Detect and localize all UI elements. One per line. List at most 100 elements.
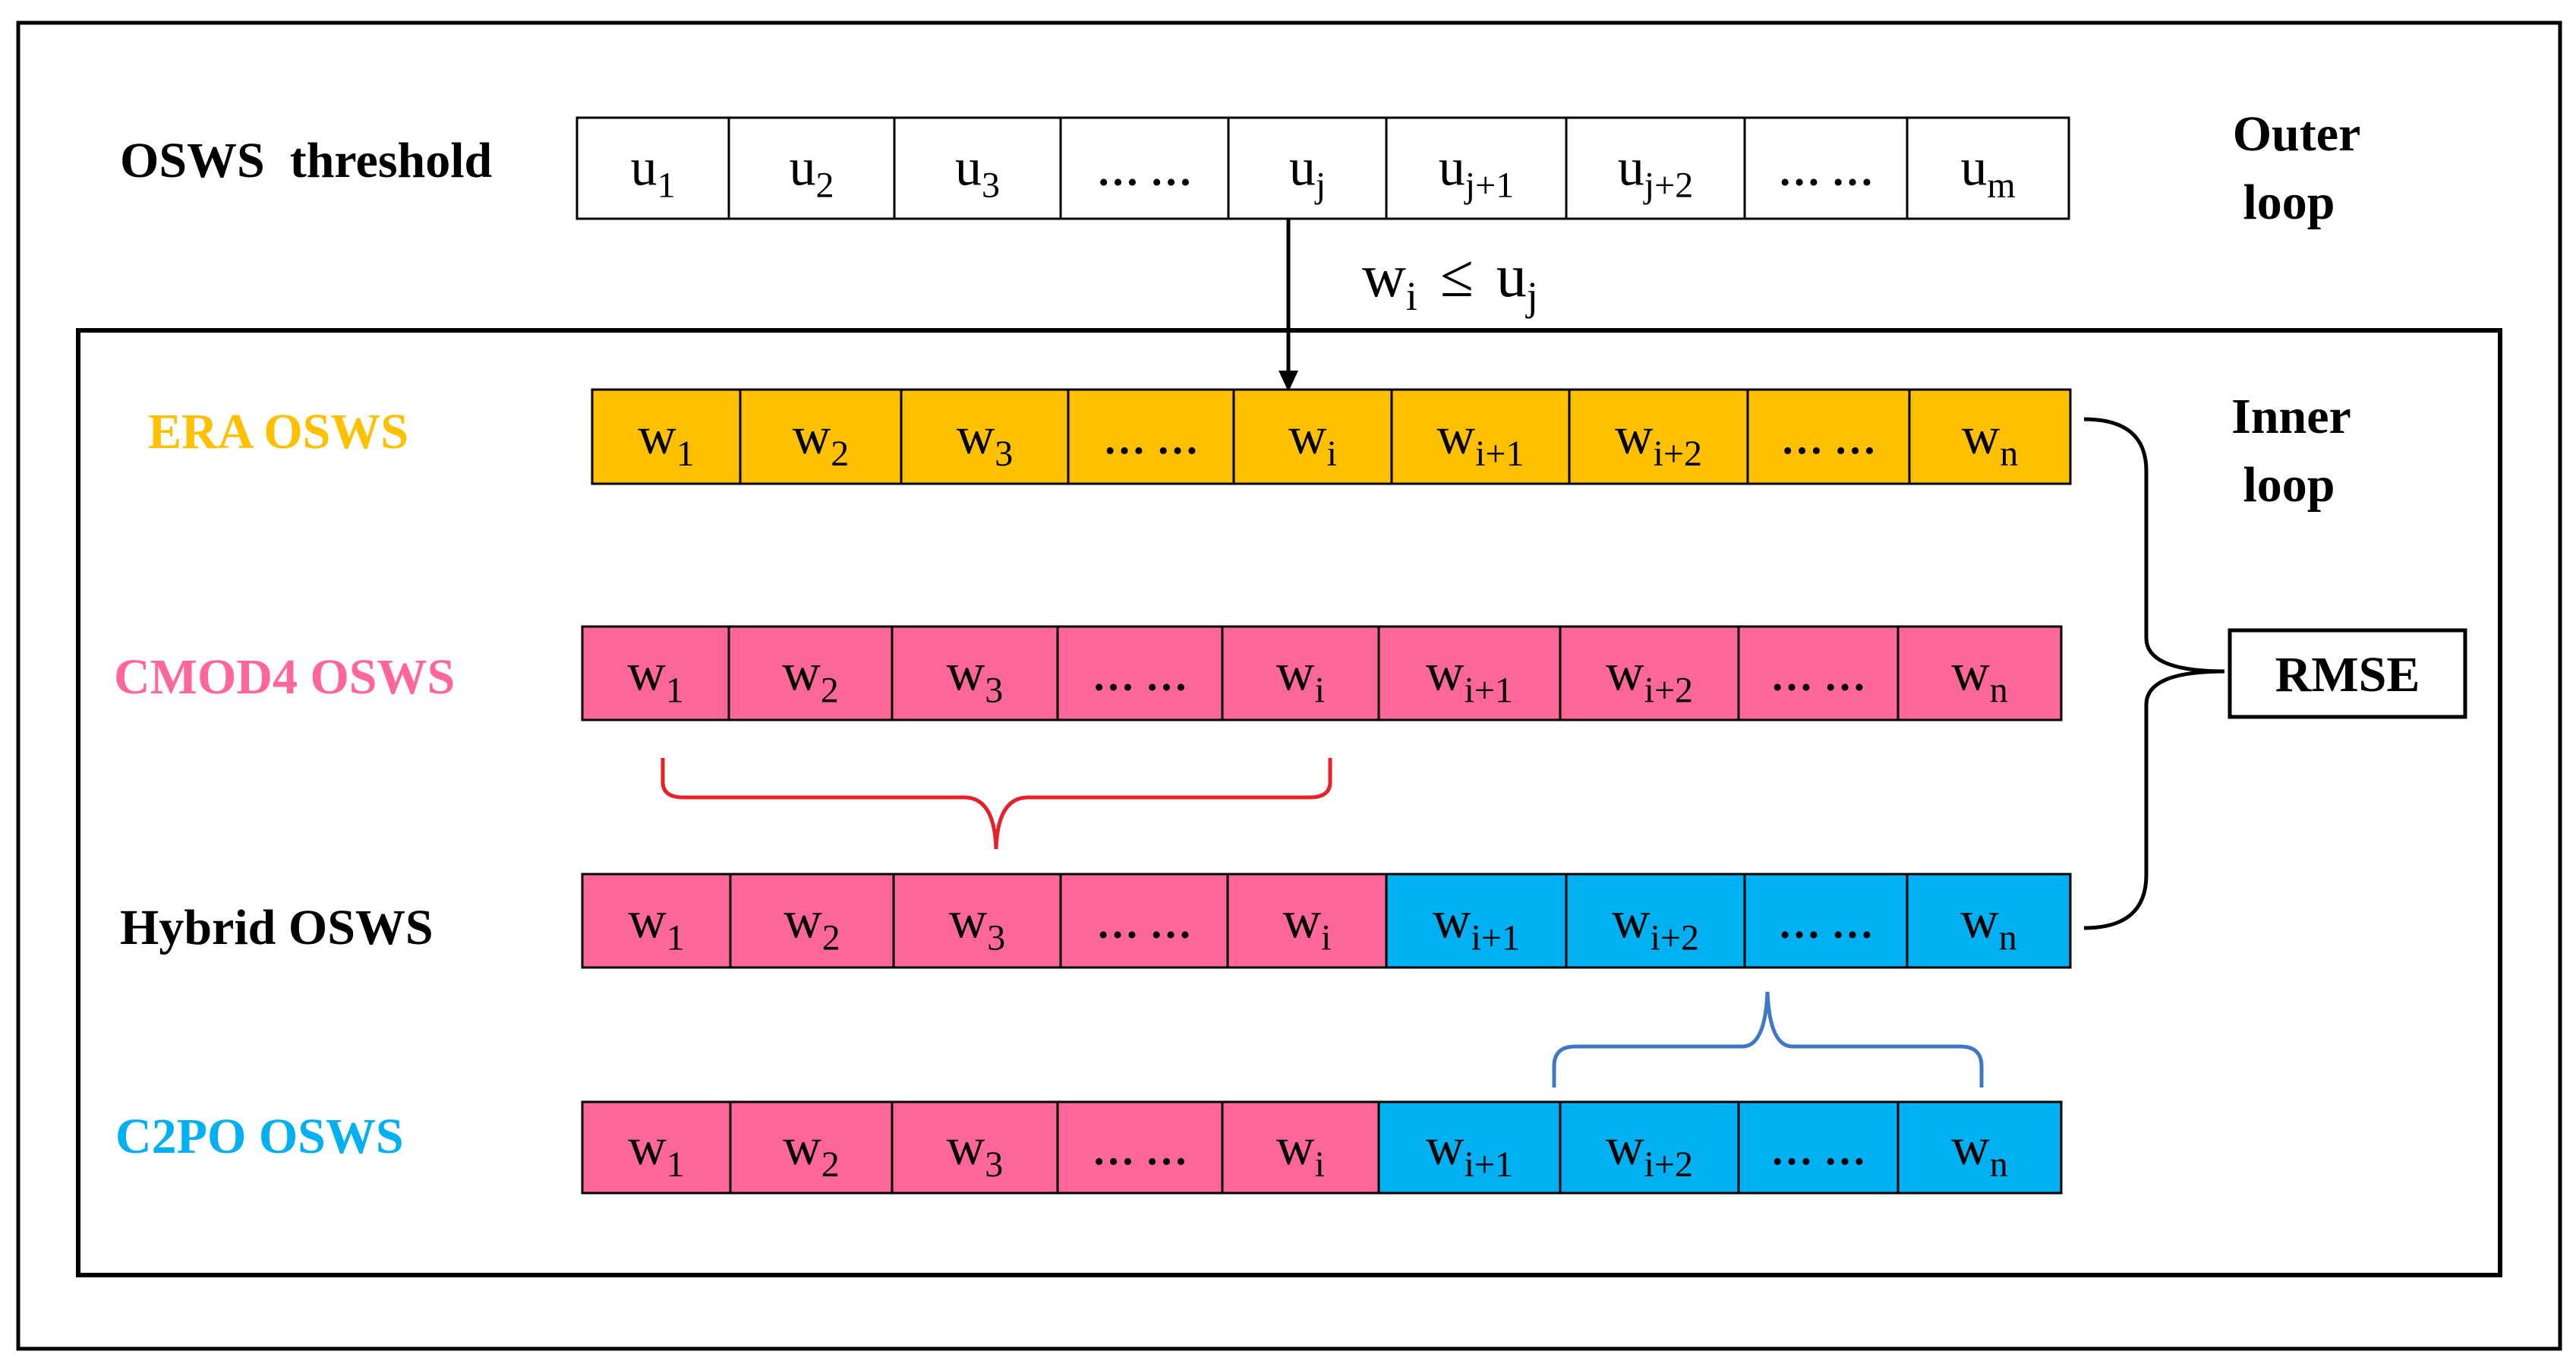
cell-label-c2po-6: wi+1 — [1426, 1118, 1513, 1185]
cell-hybrid-9 — [1906, 873, 2072, 969]
cell-subscript: i+1 — [1465, 671, 1513, 711]
cell-subscript: 2 — [821, 671, 839, 711]
cell-base: w — [1960, 892, 1999, 950]
cell-subscript: 1 — [667, 918, 685, 958]
cell-base: w — [1615, 407, 1654, 466]
cell-label-hybrid-4: … … — [1096, 901, 1192, 948]
row-label-era: ERA OSWS — [148, 404, 408, 459]
cell-threshold-2 — [727, 116, 896, 220]
cell-base: w — [638, 407, 676, 466]
cell-base: w — [1606, 1118, 1644, 1176]
cell-subscript: 3 — [987, 918, 1005, 958]
cell-threshold-4 — [1059, 116, 1230, 220]
cell-label-threshold-1: u1 — [631, 139, 676, 206]
cell-base: u — [1618, 139, 1644, 197]
cell-label-era-9: wn — [1962, 407, 2019, 474]
cell-threshold-1 — [575, 116, 730, 220]
cell-label-threshold-2: u2 — [790, 139, 834, 206]
cell-base: … … — [1778, 901, 1874, 948]
cell-base: w — [782, 644, 821, 702]
cell-hybrid-6 — [1385, 873, 1568, 969]
cell-base: u — [1960, 139, 1987, 197]
row-label-threshold: OSWS threshold — [120, 133, 492, 188]
cell-subscript: i+1 — [1465, 1144, 1513, 1185]
cell-c2po-4 — [1056, 1100, 1224, 1195]
row-label-cmod4: CMOD4 OSWS — [114, 649, 455, 705]
cell-subscript: 1 — [657, 166, 676, 206]
cell-base: w — [784, 892, 822, 950]
cell-c2po-7 — [1559, 1100, 1740, 1195]
cell-label-hybrid-2: w2 — [784, 892, 840, 958]
cell-label-cmod4-3: w3 — [947, 644, 1004, 711]
rmse-box — [2228, 628, 2467, 719]
cell-cmod4-9 — [1897, 625, 2063, 721]
cell-base: w — [947, 644, 985, 702]
cell-base: w — [1433, 892, 1471, 950]
cell-subscript: j — [1314, 166, 1326, 206]
cell-cmod4-4 — [1056, 625, 1224, 721]
cell-threshold-9 — [1906, 116, 2070, 220]
cell-era-7 — [1568, 388, 1749, 485]
cell-c2po-6 — [1377, 1100, 1562, 1195]
cell-subscript: i+2 — [1654, 434, 1702, 474]
cell-label-era-8: … … — [1781, 416, 1877, 463]
cell-subscript: i — [1321, 918, 1331, 958]
cell-label-hybrid-8: … … — [1778, 901, 1874, 948]
cell-subscript: i — [1315, 671, 1325, 711]
cell-subscript: 3 — [985, 671, 1003, 711]
cell-threshold-8 — [1743, 116, 1909, 220]
cell-base: u — [955, 139, 982, 197]
cell-label-c2po-8: … … — [1770, 1127, 1866, 1174]
condition-u: u — [1496, 243, 1527, 310]
cell-base: w — [1426, 1118, 1465, 1176]
cell-subscript: i+2 — [1644, 1144, 1693, 1185]
cell-base: … … — [1093, 653, 1188, 700]
cell-label-cmod4-7: wi+2 — [1606, 644, 1693, 711]
cell-c2po-9 — [1897, 1100, 2063, 1195]
cell-label-hybrid-7: wi+2 — [1612, 892, 1699, 958]
cell-label-cmod4-9: wn — [1951, 644, 2008, 711]
cell-label-threshold-5: uj — [1289, 139, 1326, 206]
cell-base: w — [1276, 644, 1315, 702]
outer-loop-label-line2: loop — [2243, 175, 2335, 230]
cell-base: … … — [1097, 148, 1193, 195]
cell-era-8 — [1746, 388, 1911, 485]
cell-base: w — [949, 892, 988, 950]
cell-era-4 — [1067, 388, 1235, 485]
cell-subscript: n — [1999, 918, 2017, 958]
cell-label-threshold-3: u3 — [955, 139, 1000, 206]
cell-base: w — [1283, 892, 1322, 950]
cell-cmod4-7 — [1559, 625, 1740, 721]
cell-label-c2po-7: wi+2 — [1606, 1118, 1693, 1185]
cell-c2po-5 — [1221, 1100, 1380, 1195]
cell-subscript: 2 — [816, 166, 834, 206]
cell-label-hybrid-1: w1 — [628, 892, 685, 958]
cell-label-cmod4-2: w2 — [782, 644, 839, 711]
cell-base: u — [1439, 139, 1465, 197]
cell-subscript: 3 — [995, 434, 1013, 474]
row-label-c2po: C2PO OSWS — [115, 1109, 404, 1164]
cell-base: w — [628, 1118, 667, 1176]
cell-base: w — [793, 407, 831, 466]
cell-base: w — [947, 1118, 985, 1176]
cmod4-selection-brace — [661, 758, 1332, 850]
cell-subscript: j+1 — [1464, 166, 1514, 206]
cell-cmod4-5 — [1221, 625, 1380, 721]
cell-threshold-5 — [1227, 116, 1388, 220]
cell-label-hybrid-5: wi — [1283, 892, 1332, 958]
cell-label-c2po-2: w2 — [783, 1118, 840, 1185]
cell-base: w — [1951, 1118, 1990, 1176]
inner-loop-label-line1: Inner — [2231, 389, 2351, 444]
cell-label-cmod4-4: … … — [1093, 653, 1188, 700]
cell-era-1 — [591, 388, 742, 485]
cell-base: … … — [1093, 1127, 1188, 1174]
cell-subscript: m — [1987, 166, 2015, 206]
cell-label-threshold-8: … … — [1778, 148, 1874, 195]
cell-subscript: i+1 — [1475, 434, 1524, 474]
cell-base: w — [1612, 892, 1651, 950]
cell-base: u — [1289, 139, 1316, 197]
cell-cmod4-3 — [891, 625, 1059, 721]
cell-base: … … — [1781, 416, 1877, 463]
